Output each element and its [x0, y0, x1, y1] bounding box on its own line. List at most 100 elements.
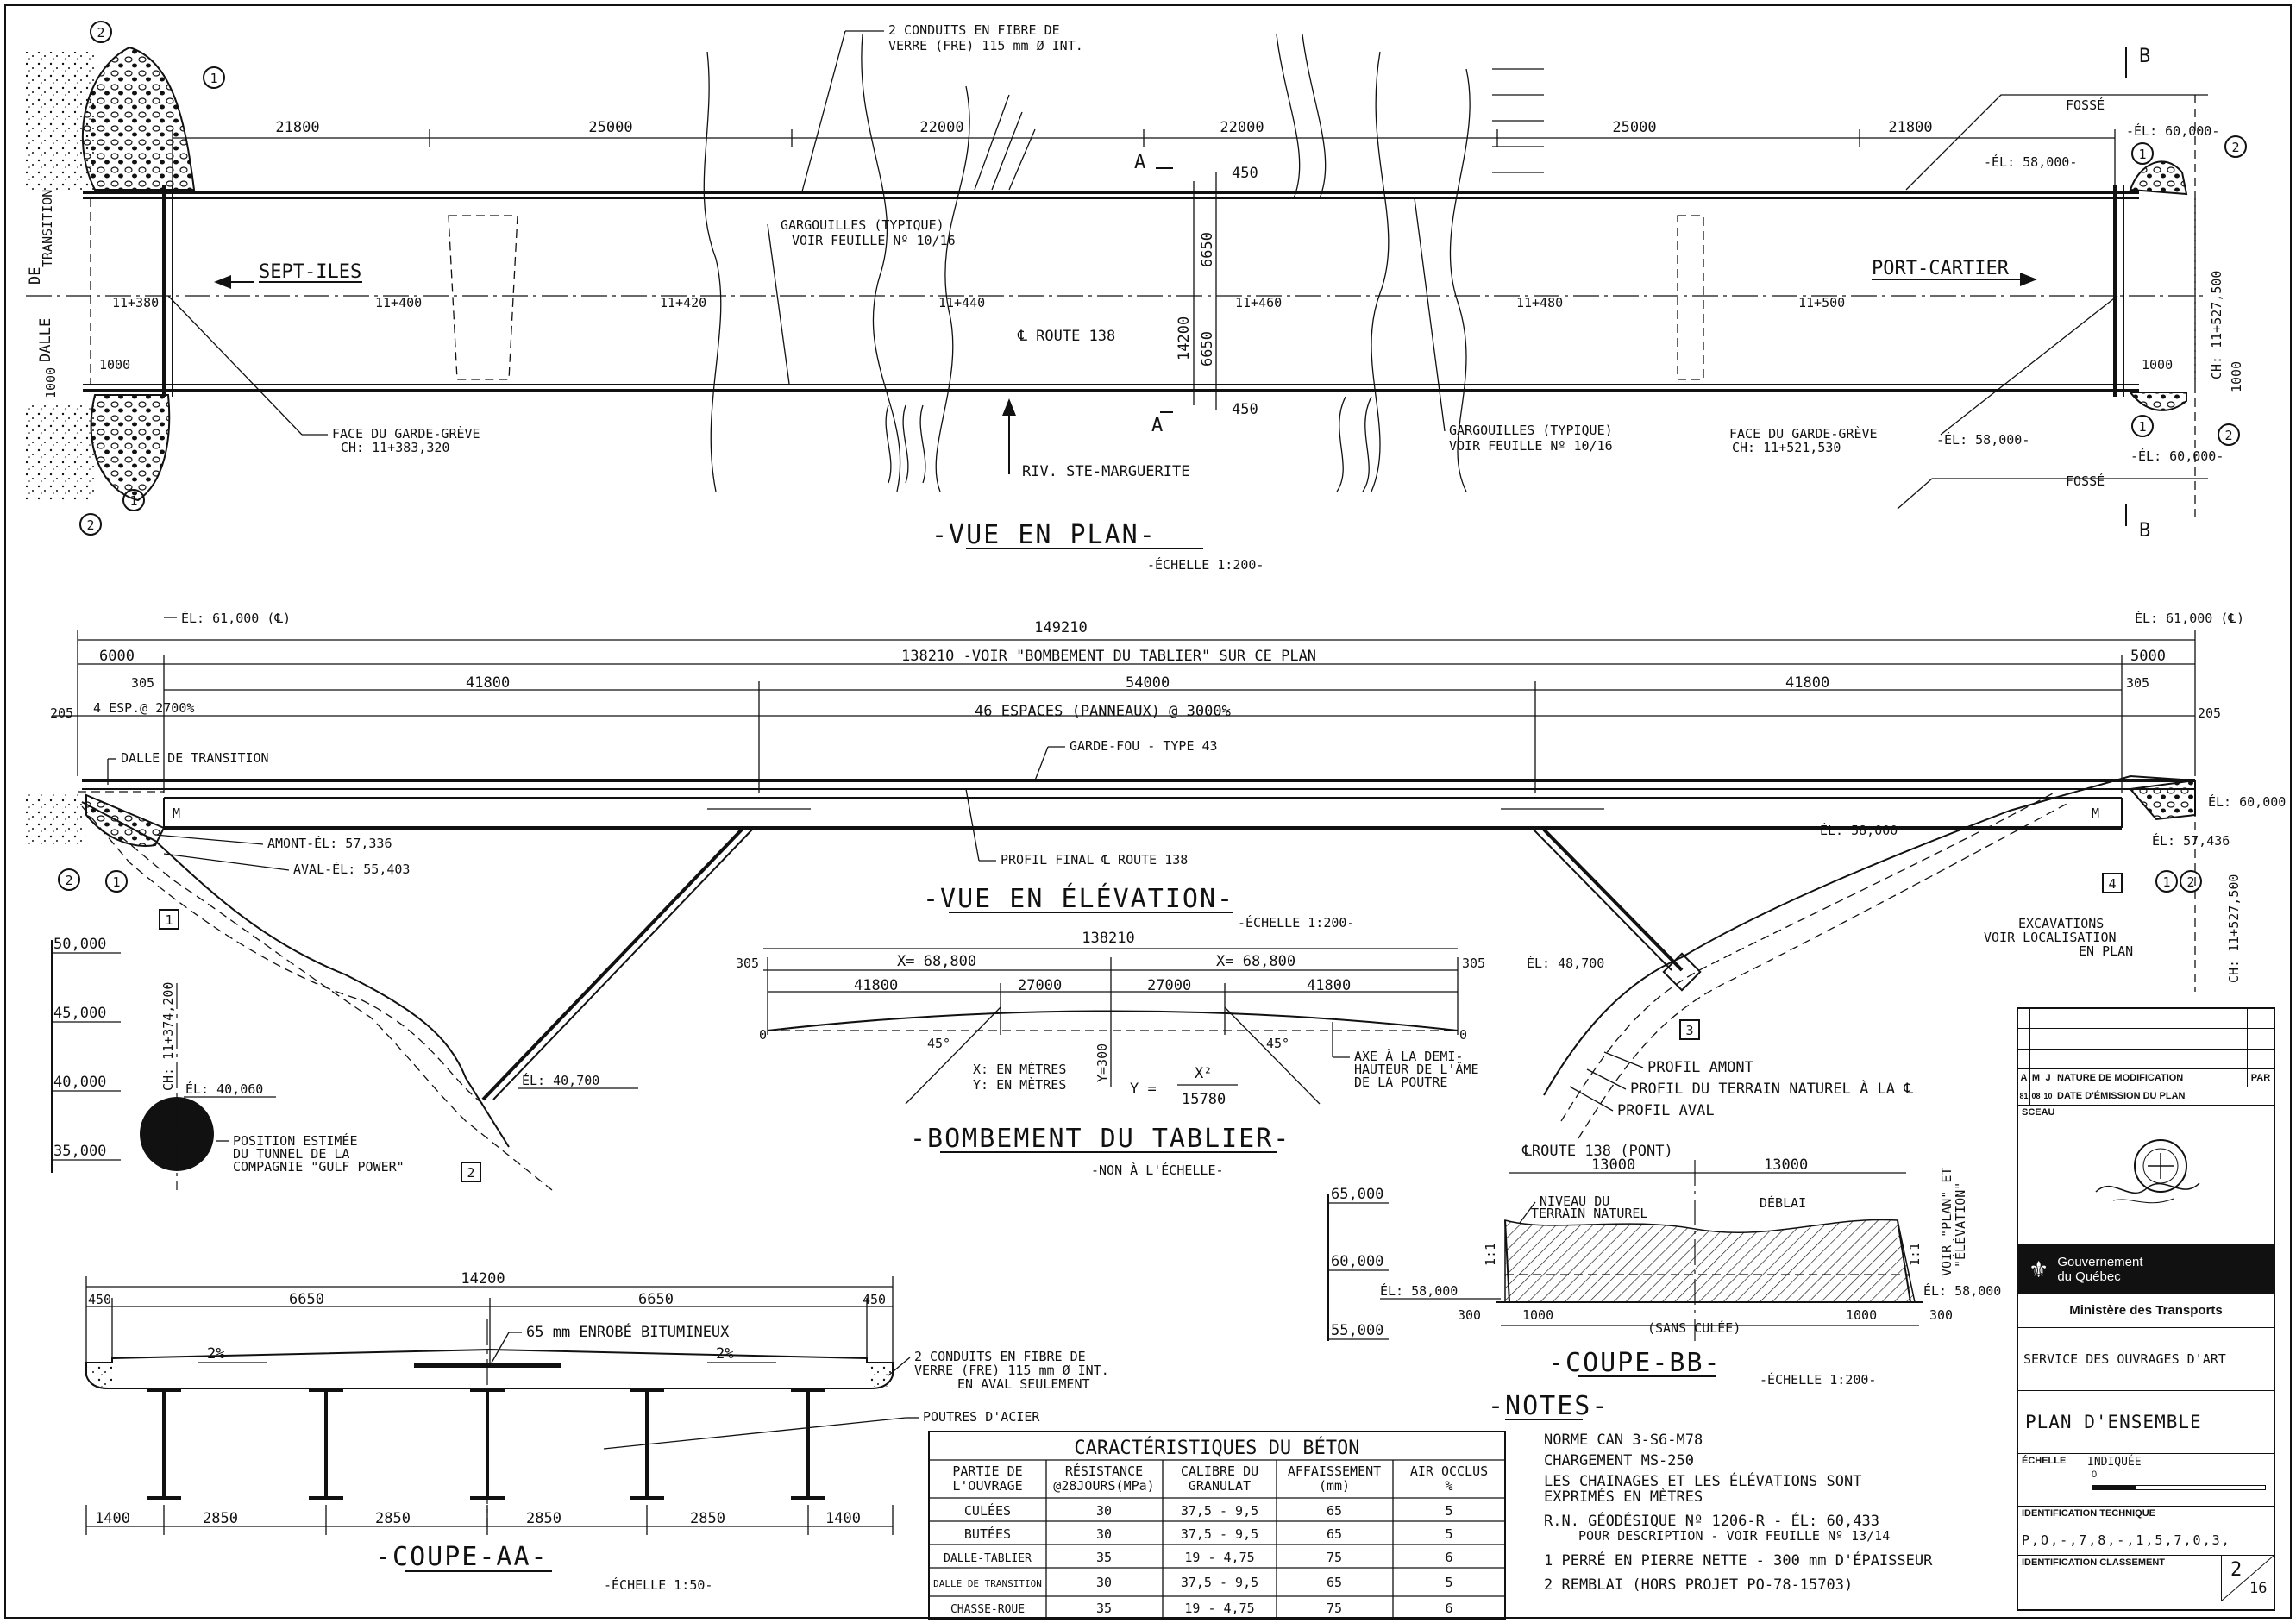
sheet-total: 16 — [2249, 1580, 2268, 1597]
note-line-2: CHARGEMENT MS-250 — [1544, 1452, 1694, 1469]
aa-6650-right: 6650 — [638, 1291, 674, 1308]
plan-dim-6650-a: 6650 — [1199, 232, 1216, 267]
station-11500: 11+500 — [1798, 295, 1845, 310]
beton-r3c4: 5 — [1445, 1575, 1452, 1590]
callout-2-a: 2 — [97, 25, 104, 41]
bomb-305-left: 305 — [736, 956, 759, 971]
aa-total: 14200 — [461, 1270, 505, 1288]
conduits-note-line2: VERRE (FRE) 115 mm Ø INT. — [888, 38, 1083, 53]
el-40-060: ÉL: 40,060 — [185, 1081, 263, 1097]
fosse-top: FOSSÉ — [2066, 97, 2105, 113]
sheet-border — [4, 4, 2292, 1619]
aa-bot-2850-2: 2850 — [375, 1510, 411, 1527]
callout-1-c: 1 — [2138, 147, 2146, 162]
aa-bot-1400-right: 1400 — [825, 1510, 861, 1527]
beton-title: CARACTÉRISTIQUES DU BÉTON — [1074, 1437, 1359, 1459]
riprap-left-bottom — [90, 394, 171, 502]
beton-h0a: PARTIE DE — [952, 1463, 1022, 1479]
bb-el-left: ÉL: 58,000 — [1380, 1282, 1458, 1299]
bb-dim-right: 13000 — [1764, 1156, 1808, 1174]
aa-conduits-1: 2 CONDUITS EN FIBRE DE — [914, 1349, 1086, 1364]
note-line-8: 2 REMBLAI (HORS PROJET PO-78-15703) — [1544, 1576, 1853, 1594]
bb-1000-left: 1000 — [1522, 1307, 1553, 1323]
aa-bot-2850-3: 2850 — [526, 1510, 561, 1527]
government-banner: ⚜ Gouvernement du Québec — [2018, 1244, 2274, 1294]
beton-r1c3: 65 — [1327, 1526, 1342, 1542]
sheet-number: 2 — [2230, 1559, 2243, 1581]
aa-poutres: POUTRES D'ACIER — [923, 1409, 1040, 1425]
emission-year: 81 — [2018, 1087, 2030, 1105]
elev-205-left: 205 — [50, 705, 73, 721]
el-58-top: -ÉL: 58,000- — [1984, 154, 2077, 170]
bomb-45-left: 45° — [927, 1036, 950, 1051]
level-50: 50,000 — [53, 936, 106, 953]
box-4: 4 — [2108, 876, 2116, 892]
beton-r2c0: DALLE-TABLIER — [944, 1552, 1032, 1565]
elev-m-left: M — [173, 805, 180, 821]
coupe-aa: 14200 450 6650 6650 450 2% 2% 65 mm ENRO… — [85, 1270, 1109, 1593]
elev-el-left: ÉL: 61,000 (℄) — [181, 610, 291, 626]
coupe-bb-title: -COUPE-BB- — [1548, 1348, 1722, 1378]
station-11400: 11+400 — [375, 295, 422, 310]
beton-r0c1: 30 — [1096, 1503, 1112, 1519]
riprap-left-top — [81, 46, 196, 191]
section-b-top: B — [2139, 46, 2150, 67]
sheet-divider-icon — [2222, 1556, 2274, 1601]
nature-modification: NATURE DE MODIFICATION — [2054, 1069, 2248, 1087]
bomb-formula-num: X² — [1195, 1065, 1212, 1082]
callout-2-b: 2 — [86, 517, 94, 533]
beton-row: DALLE-TABLIER 35 19 - 4,75 75 6 — [944, 1550, 1452, 1565]
gov-line2: du Québec — [2057, 1269, 2121, 1284]
bb-300-left: 300 — [1458, 1307, 1481, 1323]
coupe-aa-scale: -ÉCHELLE 1:50- — [604, 1576, 712, 1593]
callout-2-c: 2 — [2231, 140, 2239, 155]
ident-class-box: IDENTIFICATION CLASSEMENT 2 16 — [2018, 1556, 2274, 1601]
elev-41800-left: 41800 — [466, 674, 510, 692]
beton-r3c2: 37,5 - 9,5 — [1181, 1575, 1258, 1590]
fill-left-top — [26, 52, 95, 190]
level-45: 45,000 — [53, 1005, 106, 1022]
el-60-bottom: -ÉL: 60,000- — [2130, 448, 2224, 464]
bomb-27000-left: 27000 — [1018, 977, 1062, 994]
col-a: A — [2018, 1069, 2030, 1087]
elev-6000: 6000 — [99, 648, 135, 665]
tunnel-note-1: POSITION ESTIMÉE — [233, 1132, 358, 1149]
aa-conduits-3: EN AVAL SEULEMENT — [957, 1376, 1090, 1392]
beton-r1c4: 5 — [1445, 1526, 1452, 1542]
beton-r4c2: 19 - 4,75 — [1184, 1601, 1254, 1616]
bomb-axe-3: DE LA POUTRE — [1354, 1075, 1447, 1090]
bb-voir-2: "ÉLÉVATION" — [1952, 1182, 1968, 1268]
profil-aval: PROFIL AVAL — [1617, 1102, 1715, 1119]
note-line-5: R.N. GÉODÉSIQUE Nº 1206-R - ÉL: 60,433 — [1544, 1511, 1879, 1530]
el-48-elev: ÉL: 48,700 — [1527, 955, 1604, 971]
level-40: 40,000 — [53, 1074, 106, 1091]
bomb-45-right: 45° — [1266, 1036, 1289, 1051]
station-11420: 11+420 — [660, 295, 706, 310]
bb-route: ℄ROUTE 138 (PONT) — [1521, 1143, 1673, 1160]
beton-r4c0: CHASSE-ROUE — [950, 1603, 1025, 1616]
el-57-elev: ÉL: 57,436 — [2152, 832, 2230, 849]
beton-h0b: L'OUVRAGE — [952, 1478, 1022, 1494]
garde-fou-label: GARDE-FOU - TYPE 43 — [1070, 738, 1218, 754]
plan-dim-5: 25000 — [1612, 119, 1656, 136]
note-line-1: NORME CAN 3-S6-M78 — [1544, 1432, 1703, 1449]
coupe-bb: 65,000 60,000 55,000 ℄ROUTE 138 (PONT) 1… — [1327, 1143, 2001, 1388]
station-11480: 11+480 — [1516, 295, 1563, 310]
beton-r1c2: 37,5 - 9,5 — [1181, 1526, 1258, 1542]
scale-bar — [2092, 1485, 2266, 1490]
bb-dim-left: 13000 — [1591, 1156, 1635, 1174]
notes: -NOTES- NORME CAN 3-S6-M78 CHARGEMENT MS… — [1488, 1391, 1933, 1594]
aa-6650-left: 6650 — [289, 1291, 324, 1308]
note-line-3: LES CHAINAGES ET LES ÉLÉVATIONS SONT — [1544, 1471, 1861, 1490]
bomb-41800-right: 41800 — [1307, 977, 1351, 994]
bb-slope-left: 1:1 — [1483, 1243, 1498, 1266]
plan-dim-1: 21800 — [275, 119, 319, 136]
section-a-bottom: A — [1151, 415, 1163, 436]
beton-row: BUTÉES 30 37,5 - 9,5 65 5 — [964, 1526, 1453, 1542]
tunnel-note-2: DU TUNNEL DE LA — [233, 1146, 349, 1162]
bb-300-right: 300 — [1929, 1307, 1953, 1323]
aa-enrobe: 65 mm ENROBÉ BITUMINEUX — [526, 1322, 730, 1341]
emission-label: DATE D'ÉMISSION DU PLAN — [2057, 1091, 2186, 1101]
bomb-x-right: X= 68,800 — [1216, 953, 1295, 970]
